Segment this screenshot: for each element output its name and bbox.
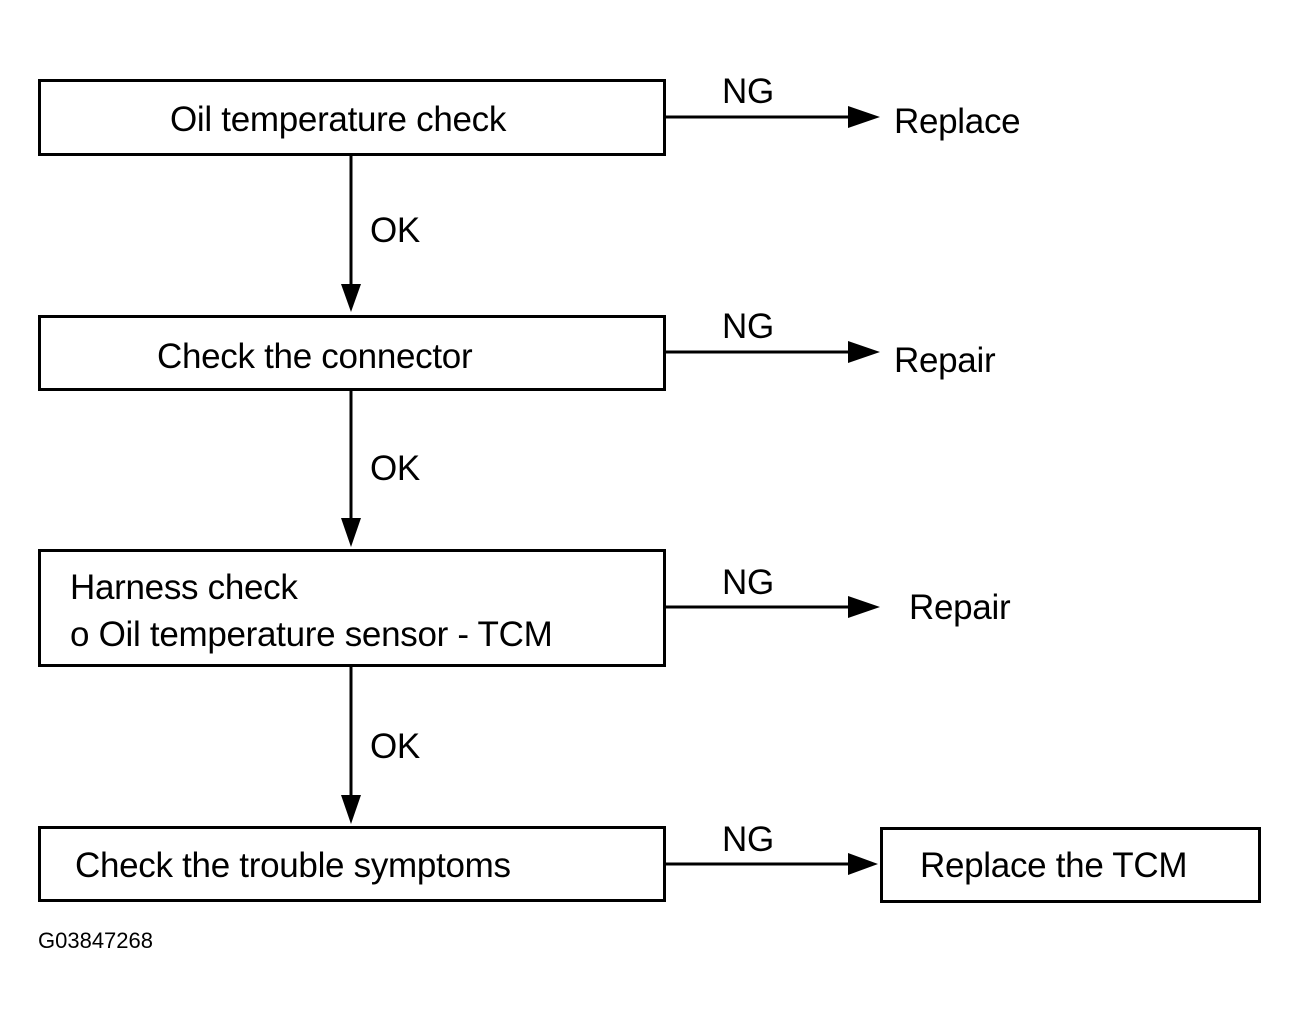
ok-arrow-3-head bbox=[341, 795, 361, 824]
ok-label-2: OK bbox=[370, 449, 420, 488]
ng-label-2: NG bbox=[722, 307, 774, 346]
ng-arrow-2-head bbox=[848, 341, 880, 363]
step-box-harness-check bbox=[38, 549, 666, 667]
outcome-box-replace-tcm bbox=[880, 827, 1261, 903]
step-text-check-trouble-symptoms: Check the trouble symptoms bbox=[75, 846, 511, 885]
figure-code: G03847268 bbox=[38, 928, 153, 953]
step-box-check-connector bbox=[38, 315, 666, 391]
step-text-harness-check: Harness check bbox=[70, 568, 298, 607]
ng-arrow-3-head bbox=[848, 596, 880, 618]
step-box-check-trouble-symptoms bbox=[38, 826, 666, 902]
ok-label-1: OK bbox=[370, 211, 420, 250]
ok-arrow-1-head bbox=[341, 284, 361, 312]
ng-label-4: NG bbox=[722, 820, 774, 859]
ok-arrow-2-head bbox=[341, 518, 361, 547]
ok-label-3: OK bbox=[370, 727, 420, 766]
step-text-check-connector: Check the connector bbox=[157, 337, 473, 376]
outcome-replace: Replace bbox=[894, 102, 1021, 141]
outcome-replace-tcm: Replace the TCM bbox=[920, 846, 1188, 885]
ng-label-1: NG bbox=[722, 72, 774, 111]
step-text-harness-detail: o Oil temperature sensor - TCM bbox=[70, 615, 553, 654]
ng-arrow-1-head bbox=[848, 106, 880, 128]
outcome-repair-1: Repair bbox=[894, 341, 996, 380]
step-box-oil-temperature-check bbox=[38, 79, 666, 156]
outcome-repair-2: Repair bbox=[909, 588, 1011, 627]
ng-arrow-4-head bbox=[848, 853, 878, 875]
step-text-oil-temperature-check: Oil temperature check bbox=[170, 100, 507, 139]
ng-label-3: NG bbox=[722, 563, 774, 602]
